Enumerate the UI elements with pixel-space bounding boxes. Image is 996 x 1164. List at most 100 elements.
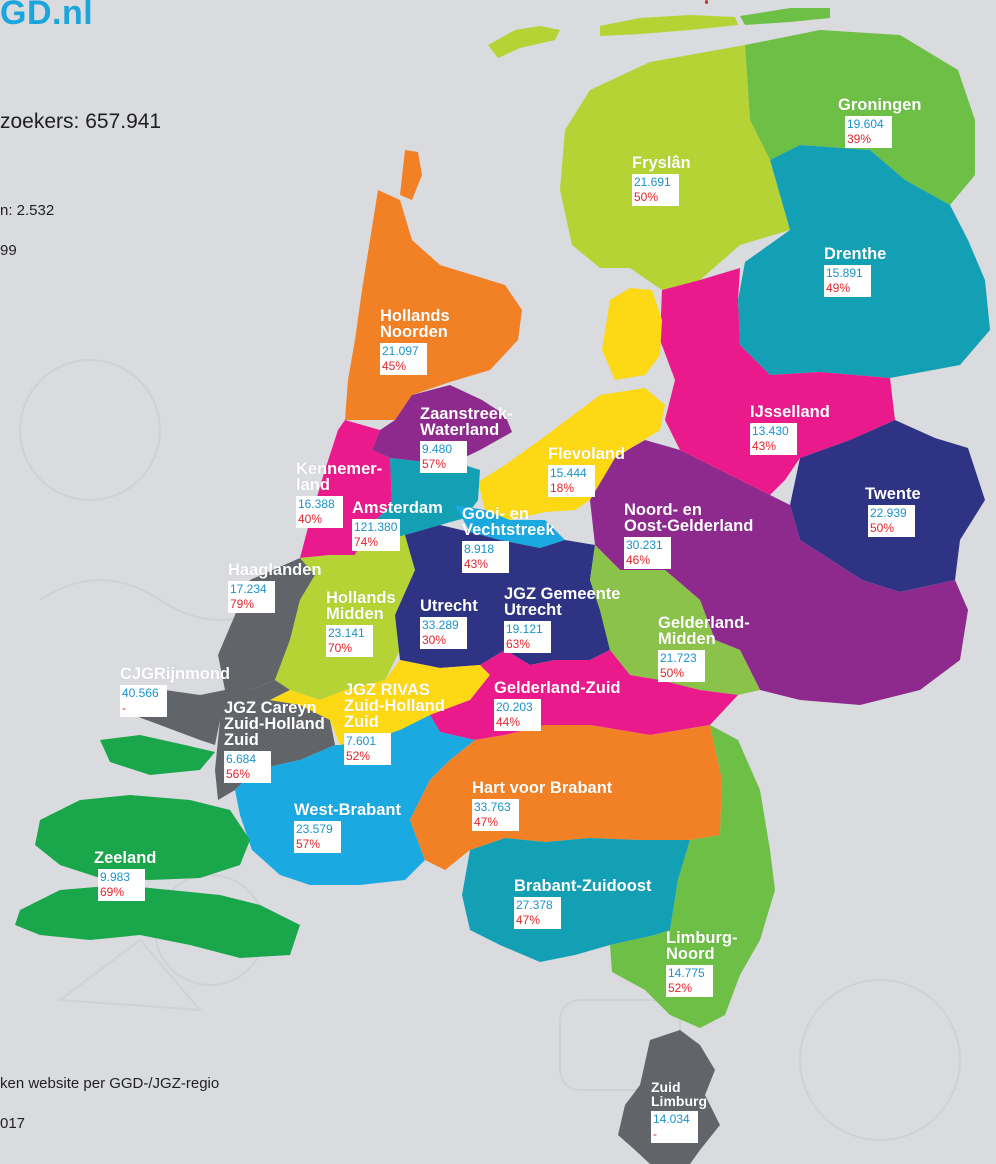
percentage: 18%	[550, 481, 575, 495]
label-hollands-midden[interactable]: Hollands Midden 23.141 70%	[326, 590, 396, 657]
region-hollands-noorden-shape[interactable]	[345, 190, 522, 420]
value-box: 19.604 39%	[845, 116, 892, 148]
wadden-island-terschelling[interactable]	[600, 15, 738, 36]
region-name: IJsselland	[750, 403, 830, 421]
percentage: 30%	[422, 633, 447, 647]
label-utrecht[interactable]: Utrecht 33.289 30%	[420, 598, 478, 649]
percentage: 79%	[230, 597, 255, 611]
value-box: 20.203 44%	[494, 699, 541, 731]
region-name: Gelderland-Zuid	[494, 679, 621, 697]
region-flevoland-north-shape[interactable]	[602, 288, 662, 380]
percentage: 40%	[298, 512, 323, 526]
visitor-count: 21.097	[382, 344, 419, 358]
label-drenthe[interactable]: Drenthe 15.891 49%	[824, 246, 886, 297]
region-hart-voor-brabant-shape[interactable]	[410, 725, 722, 870]
label-groningen[interactable]: Groningen 19.604 39%	[838, 97, 921, 148]
value-box: 19.121 63%	[504, 621, 551, 653]
region-name: Gooi- en Vechtstreek	[462, 505, 555, 539]
value-box: 21.723 50%	[658, 650, 705, 682]
label-ijsselland[interactable]: IJsselland 13.430 43%	[750, 404, 830, 455]
percentage: 47%	[474, 815, 499, 829]
label-jgz-careyn[interactable]: JGZ Careyn Zuid-Holland Zuid 6.684 56%	[224, 700, 325, 783]
percentage: 56%	[226, 767, 251, 781]
region-gooi-shape[interactable]	[455, 505, 565, 548]
visitor-count: 19.604	[847, 117, 884, 131]
percentage: -	[122, 701, 126, 715]
visitor-count: 33.763	[474, 800, 511, 814]
region-hollands-midden-shape[interactable]	[275, 525, 415, 700]
region-zaanstreek-shape[interactable]	[372, 385, 512, 462]
label-hart-voor-brabant[interactable]: Hart voor Brabant 33.763 47%	[472, 780, 612, 831]
visitor-count: 22.939	[870, 506, 907, 520]
label-amsterdam[interactable]: Amsterdam 121.380 74%	[352, 500, 443, 551]
value-box: 33.289 30%	[420, 617, 467, 649]
label-gelderland-midden[interactable]: Gelderland- Midden 21.723 50%	[658, 615, 750, 682]
footer-caption: ken website per GGD-/JGZ-regio	[0, 1075, 220, 1092]
region-gelderland-midden-shape[interactable]	[590, 545, 760, 695]
region-name: Hollands Midden	[326, 589, 396, 623]
region-brabant-zuidoost-shape[interactable]	[462, 838, 690, 962]
region-name: Gelderland- Midden	[658, 614, 750, 648]
value-box: 7.601 52%	[344, 733, 391, 765]
label-flevoland[interactable]: Flevoland 15.444 18%	[548, 446, 625, 497]
percentage: 52%	[346, 749, 371, 763]
visitor-count: 27.378	[516, 898, 553, 912]
label-jgz-rivas[interactable]: JGZ RIVAS Zuid-Holland Zuid 7.601 52%	[344, 682, 445, 765]
footer-year: 017	[0, 1115, 26, 1132]
marker-dot	[705, 0, 708, 4]
region-name: Twente	[865, 485, 921, 503]
wadden-island-vlieland[interactable]	[488, 26, 560, 58]
label-zeeland[interactable]: Zeeland 9.983 69%	[94, 850, 156, 901]
wadden-island-texel[interactable]	[400, 150, 422, 200]
label-cjgrijnmond[interactable]: CJGRijnmond 40.566 -	[120, 666, 230, 717]
label-gooi[interactable]: Gooi- en Vechtstreek 8.918 43%	[462, 506, 555, 573]
label-fryslan[interactable]: Fryslân 21.691 50%	[632, 155, 691, 206]
value-box: 15.444 18%	[548, 465, 595, 497]
stat-line-2: 99	[0, 242, 17, 259]
percentage: -	[653, 1127, 657, 1141]
label-zaanstreek[interactable]: Zaanstreek- Waterland 9.480 57%	[420, 406, 513, 473]
visitor-count: 21.691	[634, 175, 671, 189]
label-kennemerland[interactable]: Kennemer- land 16.388 40%	[296, 461, 382, 528]
region-name: Utrecht	[420, 597, 478, 615]
percentage: 50%	[634, 190, 659, 204]
region-name: Flevoland	[548, 445, 626, 463]
value-box: 23.141 70%	[326, 625, 373, 657]
label-limburg-noord[interactable]: Limburg- Noord 14.775 52%	[666, 930, 738, 997]
label-twente[interactable]: Twente 22.939 50%	[865, 486, 921, 537]
region-zeeland-middle-shape[interactable]	[35, 795, 250, 880]
region-limburg-noord-shape[interactable]	[610, 725, 775, 1028]
region-haaglanden-shape[interactable]	[218, 558, 315, 690]
visitor-count: 8.918	[464, 542, 495, 556]
region-ijsselland-shape[interactable]	[660, 268, 895, 495]
region-noord-oost-gelderland-shape[interactable]	[590, 440, 968, 705]
percentage: 57%	[422, 457, 447, 471]
region-flevoland-shape[interactable]	[478, 388, 665, 520]
visitor-count: 16.388	[298, 497, 335, 511]
label-hollands-noorden[interactable]: Hollands Noorden 21.097 45%	[380, 308, 450, 375]
region-zeeland-south-shape[interactable]	[15, 885, 300, 958]
percentage: 50%	[870, 521, 895, 535]
visitor-count: 40.566	[122, 686, 159, 700]
region-zeeland-shape[interactable]	[100, 735, 215, 775]
value-box: 13.430 43%	[750, 423, 797, 455]
region-fryslan-shape[interactable]	[560, 45, 790, 290]
label-gelderland-zuid[interactable]: Gelderland-Zuid 20.203 44%	[494, 680, 621, 731]
value-box: 9.983 69%	[98, 869, 145, 901]
label-noord-oost-gelderland[interactable]: Noord- en Oost-Gelderland 30.231 46%	[624, 502, 753, 569]
label-brabant-zuidoost[interactable]: Brabant-Zuidoost 27.378 47%	[514, 878, 652, 929]
label-west-brabant[interactable]: West-Brabant 23.579 57%	[294, 802, 401, 853]
percentage: 69%	[100, 885, 125, 899]
region-name: Groningen	[838, 96, 922, 114]
label-jgz-gemeente-utrecht[interactable]: JGZ Gemeente Utrecht 19.121 63%	[504, 586, 620, 653]
wadden-island-schiermonnikoog[interactable]	[740, 8, 830, 25]
visitor-count: 21.723	[660, 651, 697, 665]
brand-logo-text[interactable]: GD.nl	[0, 0, 94, 32]
label-haaglanden[interactable]: Haaglanden 17.234 79%	[228, 562, 322, 613]
region-jgz-rivas-shape[interactable]	[270, 660, 490, 745]
label-zuid-limburg[interactable]: Zuid Limburg 14.034 -	[651, 1080, 707, 1143]
visitor-count: 19.121	[506, 622, 543, 636]
region-drenthe-shape[interactable]	[738, 145, 990, 378]
value-box: 33.763 47%	[472, 799, 519, 831]
value-box: 16.388 40%	[296, 496, 343, 528]
